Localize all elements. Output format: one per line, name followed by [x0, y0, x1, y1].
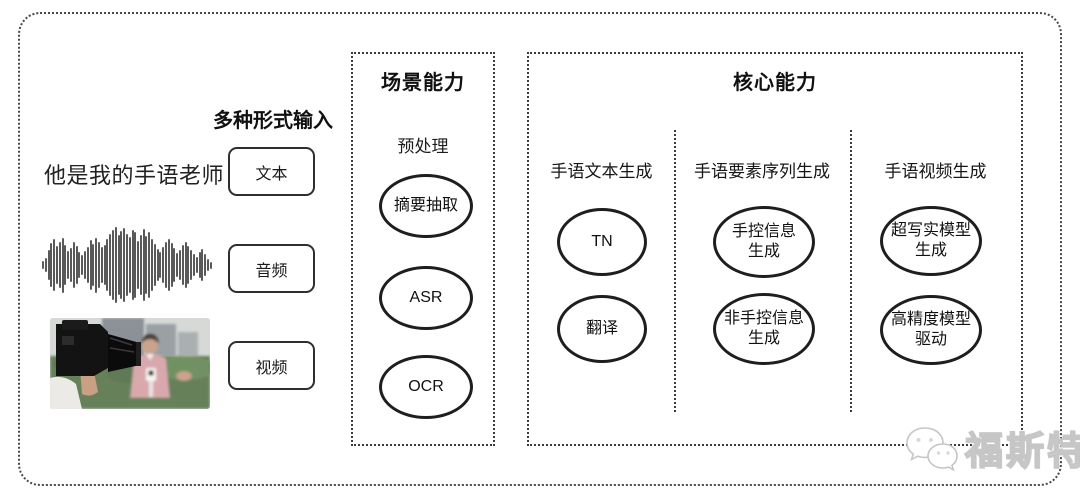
node-non-manual-info-generation-label: 非手控信息 生成 — [723, 310, 804, 347]
node-high-precision-model-driving-label: 高精度模型 驱动 — [890, 311, 971, 348]
core-capability-box: 核心能力 手语文本生成 手语要素序列生成 手语视频生成 TN 翻译 手控信息 生… — [527, 52, 1023, 446]
outer-dotted-frame — [18, 12, 1062, 486]
node-translation-label: 翻译 — [585, 320, 618, 337]
watermark: 福斯特 — [903, 420, 1080, 475]
node-manual-info-generation: 手控信息 生成 — [713, 206, 815, 278]
preprocess-label: 预处理 — [397, 137, 449, 156]
node-ocr-label: OCR — [408, 378, 444, 395]
audio-waveform — [42, 227, 212, 303]
node-manual-info-generation-label: 手控信息 生成 — [731, 223, 796, 260]
column-header-sign-video-generation: 手语视频生成 — [884, 162, 987, 181]
scene-capability-box: 场景能力 预处理 摘要抽取 ASR OCR — [351, 52, 495, 446]
node-high-precision-model-driving: 高精度模型 驱动 — [880, 295, 982, 365]
video-thumbnail — [50, 318, 210, 409]
node-ocr: OCR — [379, 355, 473, 419]
node-non-manual-info-generation: 非手控信息 生成 — [713, 293, 815, 365]
sample-sentence-text: 他是我的手语老师 — [44, 163, 225, 188]
column-divider-2 — [850, 130, 852, 412]
column-header-sign-text-generation: 手语文本生成 — [550, 162, 653, 181]
core-capability-title: 核心能力 — [733, 72, 817, 94]
node-asr: ASR — [379, 266, 473, 330]
node-tn-label: TN — [591, 233, 613, 250]
node-summary-extraction: 摘要抽取 — [379, 174, 473, 238]
input-type-audio-label: 音频 — [255, 262, 288, 280]
node-asr-label: ASR — [409, 289, 443, 306]
input-type-audio-box: 音频 — [228, 244, 315, 293]
scene-capability-title: 场景能力 — [381, 72, 465, 94]
column-divider-1 — [674, 130, 676, 412]
wechat-icon — [906, 426, 958, 471]
input-type-video-box: 视频 — [228, 341, 315, 390]
input-type-video-label: 视频 — [255, 359, 288, 377]
video-thumbnail-art — [50, 318, 210, 409]
watermark-text: 福斯特 — [964, 430, 1080, 474]
node-translation: 翻译 — [557, 295, 647, 363]
input-type-text-label: 文本 — [255, 165, 288, 183]
node-hyperrealistic-model-generation-label: 超写实模型 生成 — [890, 222, 971, 259]
input-type-text-box: 文本 — [228, 147, 315, 196]
input-section-title: 多种形式输入 — [213, 110, 333, 132]
node-tn: TN — [557, 208, 647, 276]
node-summary-extraction-label: 摘要抽取 — [393, 197, 458, 214]
column-header-sign-element-sequence-generation: 手语要素序列生成 — [694, 162, 830, 181]
node-hyperrealistic-model-generation: 超写实模型 生成 — [880, 206, 982, 276]
